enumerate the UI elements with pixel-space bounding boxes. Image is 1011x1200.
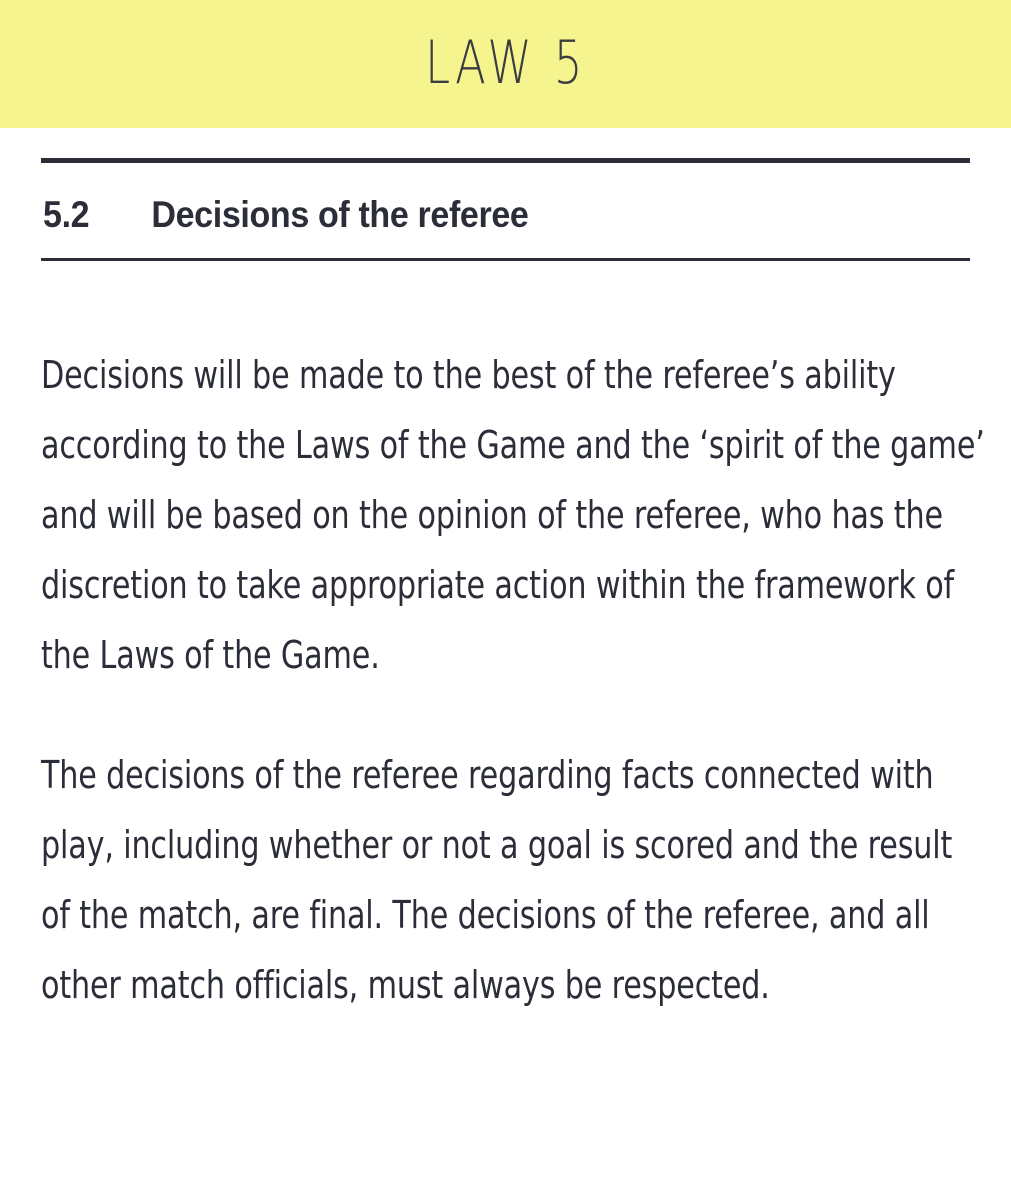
section-title: Decisions of the referee bbox=[151, 194, 529, 235]
law-banner-title: LAW 5 bbox=[424, 29, 587, 98]
heading-rule-top bbox=[41, 158, 970, 163]
body-copy: Decisions will be made to the best of th… bbox=[41, 340, 986, 1020]
heading-rule-bottom bbox=[41, 258, 970, 261]
section-heading: 5.2 Decisions of the referee bbox=[41, 163, 970, 258]
section-heading-block: 5.2 Decisions of the referee bbox=[41, 158, 970, 261]
body-paragraph: The decisions of the referee regarding f… bbox=[41, 753, 962, 1007]
section-number: 5.2 bbox=[43, 194, 90, 235]
law-banner: LAW 5 bbox=[0, 0, 1011, 128]
body-paragraph: Decisions will be made to the best of th… bbox=[41, 353, 995, 677]
